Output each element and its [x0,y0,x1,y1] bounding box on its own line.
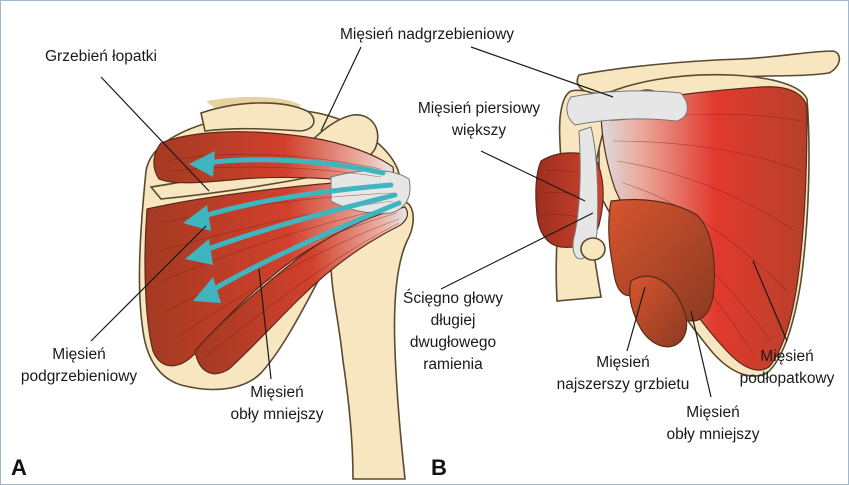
label-sciegno-line3: dwugłowego [410,334,496,351]
label-piersiowy-line1: Mięsień piersiowy [418,100,541,117]
label-obly-b-line2: obły mniejszy [666,426,759,443]
panel-label-b: B [431,455,447,480]
label-sciegno-line2: długiej [431,312,476,329]
label-piersiowy-line2: większy [451,122,507,139]
humerus-section-b [581,238,605,260]
label-najszerszy-line2: najszerszy grzbietu [557,376,690,393]
label-najszerszy-line1: Mięsień [596,354,649,371]
panel-label-a: A [11,455,27,480]
label-miesien-nadgrzebieniowy: Mięsień nadgrzebieniowy [340,26,514,43]
label-podgrzebieniowy-line1: Mięsień [52,346,105,363]
label-obly-a-line2: obły mniejszy [230,406,323,423]
label-sciegno-line1: Ścięgno głowy [403,289,503,307]
label-podlopatkowy-line1: Mięsień [760,348,813,365]
label-sciegno-line4: ramienia [423,356,483,373]
label-podgrzebieniowy-line2: podgrzebieniowy [21,368,138,385]
label-obly-b-line1: Mięsień [686,404,739,421]
panel-b-illustration [536,51,840,376]
label-grzebien-lopatki: Grzebień łopatki [45,48,157,65]
label-podlopatkowy-line2: podłopatkowy [740,370,835,387]
label-obly-a-line1: Mięsień [250,384,303,401]
